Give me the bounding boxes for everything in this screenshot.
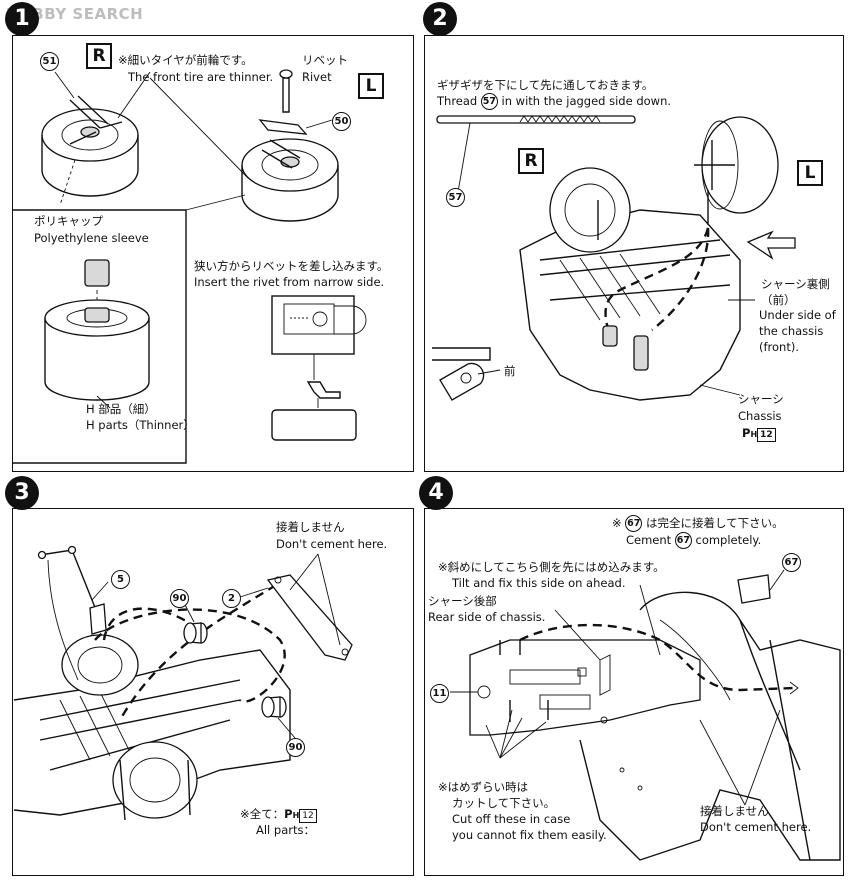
tilt-note-en: Tilt and fix this side on ahead. (452, 576, 626, 590)
thread-note-en-pre: Thread (437, 94, 478, 108)
h-parts-label-en: H parts（Thinner） (86, 418, 195, 432)
part-11-callout: 11 (430, 684, 449, 703)
thread-note-en: Thread 57 in with the jagged side down. (437, 93, 671, 110)
watermark-text: HOBBY SEARCH (6, 5, 144, 23)
part-90-callout-a: 90 (170, 589, 189, 608)
rear-chassis-label-jp: シャーシ後部 (428, 594, 497, 608)
front-label-jp: 前 (504, 364, 516, 378)
underside-label-en-1: Under side of (759, 308, 836, 322)
h-parts-label-jp: H 部品（細） (86, 402, 156, 416)
part-5-callout: 5 (111, 570, 130, 589)
underside-label-en-2: the chassis (759, 324, 824, 338)
underside-label-jp-1: シャーシ裏側 (761, 277, 830, 291)
rear-chassis-label-en: Rear side of chassis. (428, 610, 546, 624)
chassis-ref-num: 12 (757, 428, 776, 442)
chassis-ref-p: P (742, 426, 751, 440)
cement-jp-pre: ※ (612, 516, 622, 530)
all-parts-jp: ※全て： (240, 807, 285, 821)
cement-en-part: 67 (674, 532, 692, 549)
hobby-search-watermark: HOBBY SEARCH (6, 5, 143, 23)
sleeve-label-jp: ポリキャップ (34, 214, 103, 228)
all-parts-ref-p: P (284, 807, 293, 821)
cut-note-jp-1: ※はめずらい時は (438, 780, 529, 794)
cement-en-pre: Cement (626, 533, 672, 547)
step-4-nocement-en: Don't cement here. (700, 820, 812, 834)
step-1-number: 1 (5, 2, 39, 36)
step-3-nocement-en: Don't cement here. (276, 537, 388, 551)
step-4-number: 4 (419, 476, 453, 510)
front-tire-note-jp: ※細いタイヤが前輪です。 (118, 53, 253, 67)
insert-rivet-note-jp: 狭い方からリベットを差し込みます。 (194, 259, 389, 273)
all-parts-ref-num: 12 (299, 809, 317, 823)
tilt-note-jp: ※斜めにしてこちら側を先にはめ込みます。 (438, 560, 665, 574)
cut-note-en-1: Cut off these in case (452, 812, 571, 826)
chassis-label-jp: シャーシ (738, 392, 784, 406)
cement-67-note-jp: ※ 67 は完全に接着して下さい。 (612, 515, 784, 532)
cement-jp-part: 67 (625, 515, 643, 532)
step-1-left-label: L (358, 73, 384, 99)
insert-rivet-note-en: Insert the rivet from narrow side. (194, 275, 385, 289)
part-50-callout: 50 (332, 112, 351, 131)
front-tire-note-en: The front tire are thinner. (128, 70, 274, 84)
underside-label-jp-2: （前） (761, 293, 796, 307)
part-51-callout: 51 (40, 52, 59, 71)
thread-note-en-post: in with the jagged side down. (501, 94, 672, 108)
part-67-callout: 67 (782, 553, 801, 572)
step-2-left-label: L (797, 160, 823, 186)
sleeve-label-en: Polyethylene sleeve (34, 231, 149, 245)
part-2-callout: 2 (222, 589, 241, 608)
step-3-nocement-jp: 接着しません (276, 520, 345, 534)
rivet-label-jp: リベット (302, 53, 348, 67)
cement-en-post: completely. (695, 533, 762, 547)
underside-label-en-3: (front). (759, 340, 799, 354)
step-3-number: 3 (5, 476, 39, 510)
chassis-label-en: Chassis (738, 409, 782, 423)
all-parts-ref-h: H (292, 811, 300, 820)
step-2-right-label: R (518, 148, 544, 174)
step-4-nocement-jp: 接着しません (700, 804, 769, 818)
cement-jp-post: は完全に接着して下さい。 (645, 516, 784, 530)
chassis-ref-h: H (750, 430, 758, 439)
rivet-label-en: Rivet (302, 70, 332, 84)
step-1-right-label: R (86, 43, 112, 69)
cut-note-jp-2: カットして下さい。 (452, 796, 556, 810)
step-2-number: 2 (423, 2, 457, 36)
cut-note-en-2: you cannot fix them easily. (452, 828, 607, 842)
part-90-callout-b: 90 (286, 738, 305, 757)
part-57-callout: 57 (446, 188, 465, 207)
all-parts-en: All parts： (256, 823, 315, 837)
cement-67-note-en: Cement 67 completely. (626, 532, 761, 549)
thread-note-jp: ギザギザを下にして先に通しておきます。 (437, 78, 654, 92)
thread-part-callout: 57 (480, 93, 498, 110)
